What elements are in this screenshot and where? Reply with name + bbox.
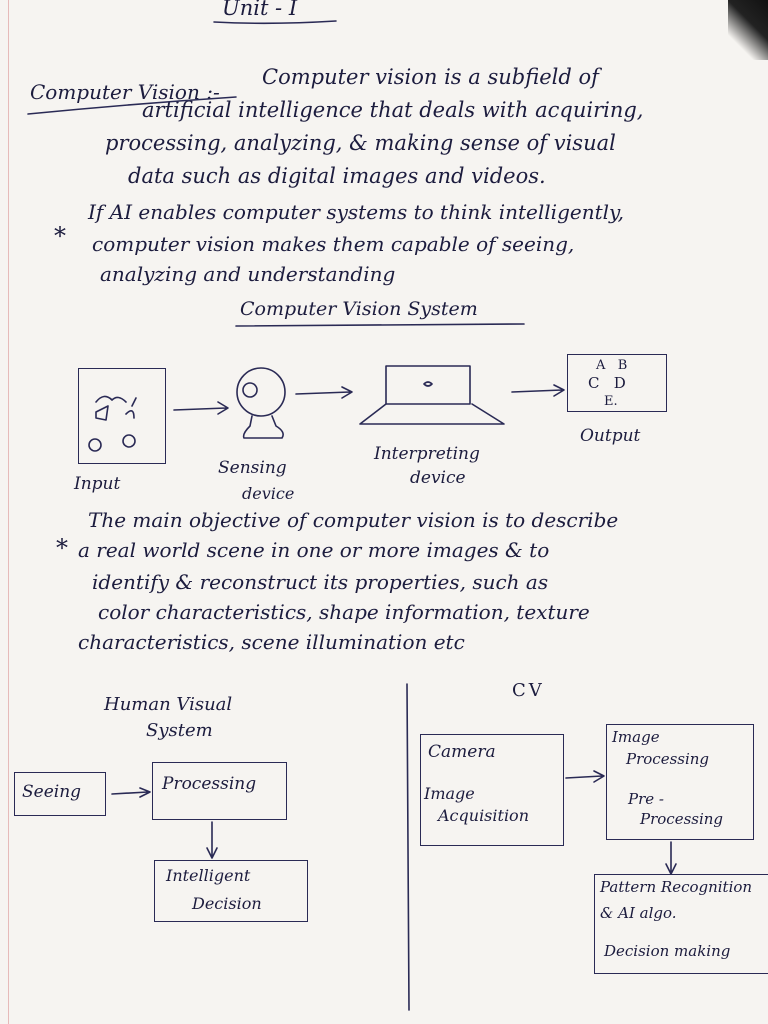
- system-diagram-title: Computer Vision System: [240, 298, 478, 320]
- arrow-seeing-processing: [111, 787, 151, 798]
- arrow-camera-imgproc: [565, 770, 605, 783]
- cv-title: CV: [512, 680, 545, 701]
- cv-pattern-label-1: Pattern Recognition: [600, 878, 753, 896]
- definition-line-3: processing, analyzing, & making sense of…: [105, 131, 616, 155]
- cv-camera-label: Camera: [428, 742, 496, 762]
- hvs-processing-box: [152, 762, 287, 820]
- cv-preproc-label-2: Processing: [640, 810, 724, 828]
- label-sensing-1: Sensing: [218, 458, 287, 478]
- definition-line-4: data such as digital images and videos.: [128, 164, 546, 188]
- cv-camera-box: [420, 734, 564, 846]
- label-interpreting-2: device: [410, 468, 466, 488]
- cv-preproc-label-1: Pre -: [628, 790, 664, 808]
- input-box: [78, 368, 166, 464]
- arrow-imgproc-pattern: [665, 841, 677, 875]
- definition-line-2: artificial intelligence that deals with …: [142, 98, 644, 122]
- output-letters-row-2: C D: [588, 374, 626, 392]
- note2-line-4: color characteristics, shape information…: [98, 600, 590, 624]
- arrow-interpreting-output: [511, 384, 565, 397]
- arrow-processing-decision: [206, 821, 218, 859]
- system-title-underline: [235, 323, 525, 327]
- note1-line-1: If AI enables computer systems to think …: [88, 200, 625, 224]
- hvs-decision-box: [154, 860, 308, 922]
- output-letters-row-3: E.: [604, 394, 618, 409]
- cv-image-label: Image: [424, 784, 475, 803]
- hvs-seeing-box: [14, 772, 106, 816]
- section-divider: [406, 683, 410, 1011]
- arrow-input-sensing: [173, 401, 229, 415]
- note2-line-1: The main objective of computer vision is…: [88, 508, 619, 532]
- laptop-icon: [359, 365, 505, 425]
- arrow-sensing-interpreting: [295, 386, 353, 399]
- note1-bullet: *: [54, 222, 66, 250]
- page-corner-shadow: [728, 0, 768, 60]
- cv-image-processing-box: [606, 724, 754, 840]
- label-output: Output: [580, 426, 641, 446]
- note2-line-5: characteristics, scene illumination etc: [78, 630, 465, 654]
- hvs-decision-label-2: Decision: [192, 894, 262, 913]
- cv-pattern-box: [594, 874, 768, 974]
- hvs-processing-label: Processing: [162, 774, 257, 794]
- output-box: [567, 354, 667, 412]
- hvs-seeing-label: Seeing: [22, 782, 82, 802]
- hvs-title-2: System: [146, 720, 213, 741]
- cv-acquisition-label: Acquisition: [438, 806, 529, 825]
- label-sensing-2: device: [242, 484, 295, 503]
- note2-line-3: identify & reconstruct its properties, s…: [92, 570, 549, 594]
- hvs-decision-label-1: Intelligent: [166, 866, 251, 885]
- output-letters-row-1: A B: [596, 358, 628, 373]
- margin-line: [8, 0, 9, 1024]
- cv-pattern-label-2: & AI algo.: [600, 904, 677, 922]
- unit-heading: Unit - I: [222, 0, 298, 20]
- note1-line-3: analyzing and understanding: [100, 262, 396, 286]
- unit-underline: [213, 20, 337, 25]
- hvs-title-1: Human Visual: [104, 694, 233, 715]
- webcam-icon: [236, 367, 286, 439]
- cv-pattern-label-3: Decision making: [604, 942, 731, 960]
- label-interpreting-1: Interpreting: [374, 444, 480, 464]
- note2-line-2: a real world scene in one or more images…: [78, 538, 550, 562]
- note1-line-2: computer vision makes them capable of se…: [92, 232, 575, 256]
- cv-imgproc-label-2: Processing: [626, 750, 710, 768]
- label-input: Input: [74, 474, 121, 494]
- cv-imgproc-label-1: Image: [612, 728, 660, 746]
- note2-bullet: *: [56, 534, 68, 562]
- definition-line-1: Computer vision is a subfield of: [262, 65, 599, 89]
